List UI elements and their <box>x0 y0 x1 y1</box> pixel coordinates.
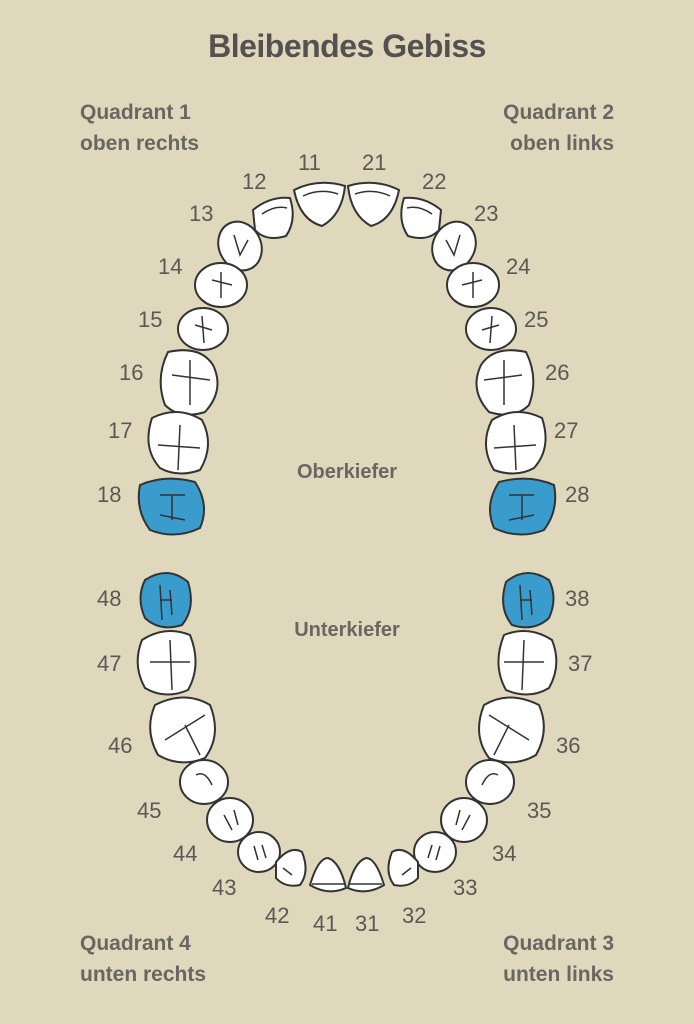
tooth-17[interactable] <box>147 411 209 475</box>
tooth-number-37: 37 <box>568 651 592 676</box>
tooth-42[interactable] <box>275 849 307 887</box>
tooth-18[interactable] <box>137 477 205 536</box>
tooth-number-44: 44 <box>173 841 197 866</box>
tooth-22[interactable] <box>400 196 443 239</box>
tooth-number-48: 48 <box>97 586 121 611</box>
tooth-24[interactable] <box>446 262 500 308</box>
tooth-36[interactable] <box>478 696 545 764</box>
tooth-26[interactable] <box>475 349 535 416</box>
tooth-number-13: 13 <box>189 201 213 226</box>
tooth-number-47: 47 <box>97 651 121 676</box>
tooth-32[interactable] <box>387 849 419 887</box>
tooth-number-33: 33 <box>453 875 477 900</box>
quadrant-2-position: oben links <box>510 132 614 155</box>
tooth-number-24: 24 <box>506 254 530 279</box>
tooth-number-17: 17 <box>108 418 132 443</box>
tooth-number-15: 15 <box>138 307 162 332</box>
tooth-number-28: 28 <box>565 482 589 507</box>
tooth-number-16: 16 <box>119 360 143 385</box>
tooth-number-46: 46 <box>108 733 132 758</box>
tooth-43[interactable] <box>237 831 281 873</box>
tooth-45[interactable] <box>179 759 229 805</box>
tooth-37[interactable] <box>497 630 558 696</box>
tooth-27[interactable] <box>485 411 547 475</box>
tooth-number-32: 32 <box>402 903 426 928</box>
tooth-23[interactable] <box>424 214 483 277</box>
tooth-46[interactable] <box>149 696 216 764</box>
tooth-48[interactable] <box>139 572 192 629</box>
tooth-number-41: 41 <box>313 911 337 936</box>
tooth-14[interactable] <box>194 262 248 308</box>
tooth-number-25: 25 <box>524 307 548 332</box>
tooth-number-22: 22 <box>422 169 446 194</box>
tooth-number-36: 36 <box>556 733 580 758</box>
tooth-13[interactable] <box>210 214 269 277</box>
quadrant-1-name: Quadrant 1 <box>80 101 191 124</box>
tooth-34[interactable] <box>440 797 488 843</box>
tooth-number-43: 43 <box>212 875 236 900</box>
quadrant-2-name: Quadrant 2 <box>503 101 614 124</box>
tooth-16[interactable] <box>159 349 219 416</box>
tooth-25[interactable] <box>465 307 517 351</box>
tooth-33[interactable] <box>413 831 457 873</box>
quadrant-4-position: unten rechts <box>80 963 207 986</box>
tooth-15[interactable] <box>177 307 229 351</box>
quadrant-1-label: Quadrant 1 oben rechts <box>80 97 199 159</box>
tooth-number-23: 23 <box>474 201 498 226</box>
tooth-38[interactable] <box>502 572 555 629</box>
page-title: Bleibendes Gebiss <box>208 28 486 64</box>
quadrant-3-name: Quadrant 3 <box>503 932 614 955</box>
tooth-number-12: 12 <box>242 169 266 194</box>
tooth-number-31: 31 <box>355 911 379 936</box>
quadrant-4-name: Quadrant 4 <box>80 932 191 955</box>
tooth-number-35: 35 <box>527 798 551 823</box>
tooth-number-38: 38 <box>565 586 589 611</box>
tooth-number-18: 18 <box>97 482 121 507</box>
quadrant-4-label: Quadrant 4 unten rechts <box>80 928 206 990</box>
quadrant-1-position: oben rechts <box>80 132 200 155</box>
lower-jaw-label: Unterkiefer <box>294 619 400 641</box>
tooth-41[interactable] <box>308 856 348 893</box>
upper-jaw-label: Oberkiefer <box>296 461 398 483</box>
tooth-number-45: 45 <box>137 798 161 823</box>
tooth-12[interactable] <box>251 196 294 239</box>
tooth-number-27: 27 <box>554 418 578 443</box>
quadrant-3-position: unten links <box>503 963 614 986</box>
quadrant-3-label: Quadrant 3 unten links <box>503 928 614 990</box>
tooth-11[interactable] <box>292 181 347 228</box>
tooth-number-34: 34 <box>492 841 516 866</box>
tooth-number-14: 14 <box>158 254 182 279</box>
tooth-28[interactable] <box>489 477 557 536</box>
tooth-31[interactable] <box>346 856 386 893</box>
tooth-number-11: 11 <box>298 150 321 175</box>
tooth-number-21: 21 <box>362 150 386 175</box>
tooth-35[interactable] <box>465 759 515 805</box>
tooth-44[interactable] <box>206 797 254 843</box>
tooth-47[interactable] <box>136 630 197 696</box>
tooth-number-26: 26 <box>545 360 569 385</box>
tooth-number-42: 42 <box>265 903 289 928</box>
tooth-21[interactable] <box>346 181 401 228</box>
quadrant-2-label: Quadrant 2 oben links <box>503 97 614 159</box>
